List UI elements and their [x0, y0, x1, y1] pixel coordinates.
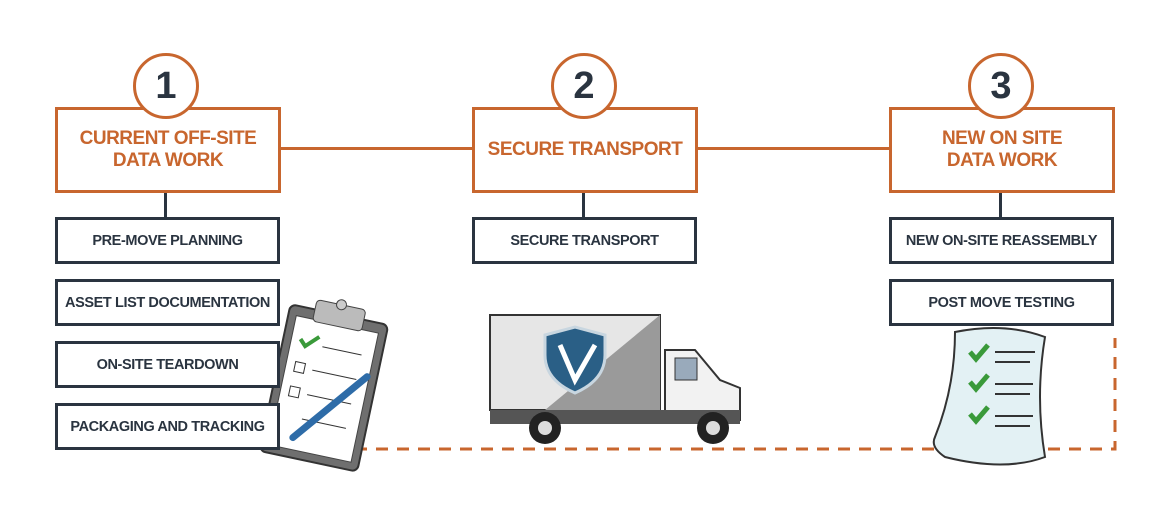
clipboard-icon: [259, 299, 389, 472]
step-2-connector: [582, 190, 585, 218]
step-3-connector: [999, 190, 1002, 218]
step-1-task-4: PACKAGING AND TRACKING: [55, 403, 280, 450]
step-3-task-2: POST MOVE TESTING: [889, 279, 1114, 326]
checklist-paper-icon: [932, 327, 1047, 466]
step-2-task-1: SECURE TRANSPORT: [472, 217, 697, 264]
step-3-number: 3: [968, 53, 1034, 119]
step-2-title: SECURE TRANSPORT: [472, 107, 698, 193]
step-1-task-1: PRE-MOVE PLANNING: [55, 217, 280, 264]
step-1-title: CURRENT OFF-SITE DATA WORK: [55, 107, 281, 193]
step-1-number: 1: [133, 53, 199, 119]
truck-icon: [489, 314, 741, 444]
step-1-task-2: ASSET LIST DOCUMENTATION: [55, 279, 280, 326]
step-1-connector: [164, 190, 167, 218]
step-2-number: 2: [551, 53, 617, 119]
step-1-task-3: ON-SITE TEARDOWN: [55, 341, 280, 388]
step-3-title: NEW ON SITE DATA WORK: [889, 107, 1115, 193]
step-3-task-1: NEW ON-SITE REASSEMBLY: [889, 217, 1114, 264]
